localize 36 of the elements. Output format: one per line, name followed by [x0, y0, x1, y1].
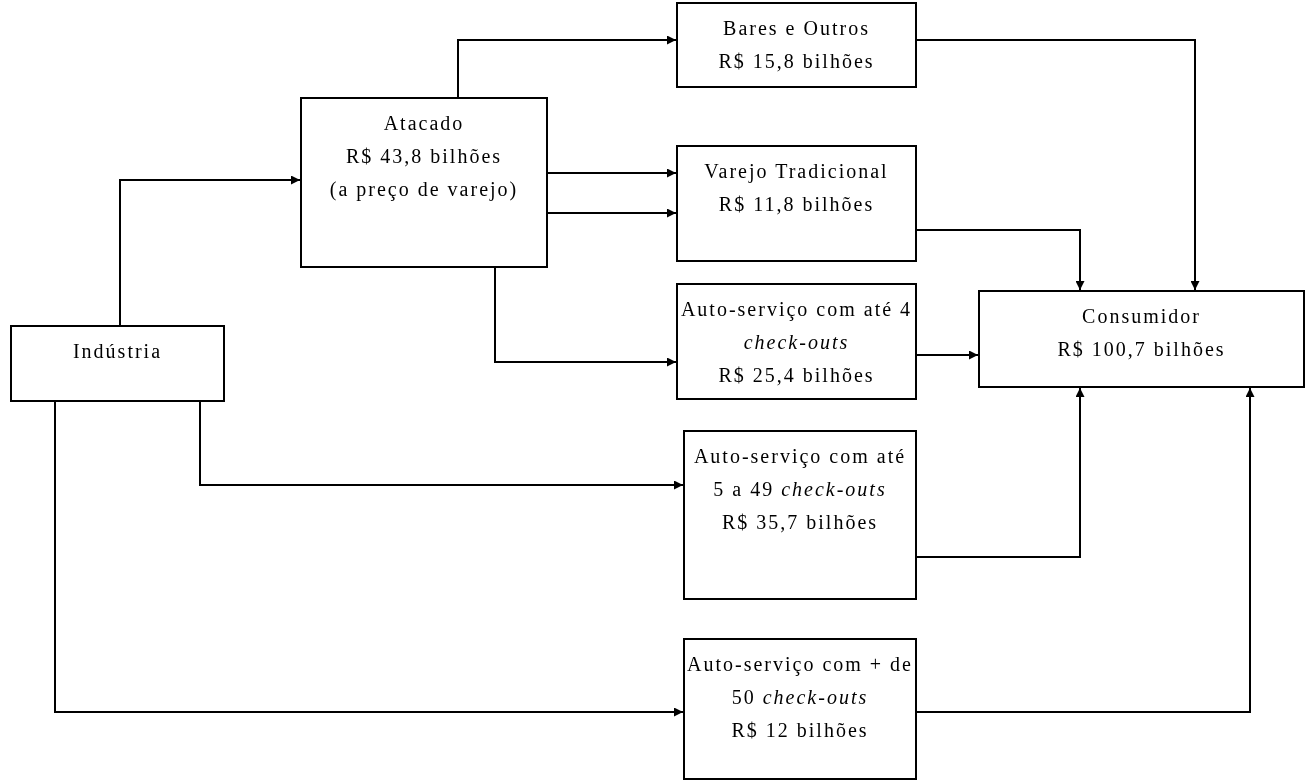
box-label: Auto-serviço com até 4 check-outs — [679, 297, 914, 355]
box-label: Auto-serviço com até 5 a 49 check-outs — [692, 444, 908, 502]
arrow — [494, 267, 677, 367]
value-label: R$ 35,7 bilhões — [721, 510, 879, 535]
value-label: R$ 25,4 bilhões — [718, 363, 875, 388]
flow-box — [676, 145, 917, 262]
arrow — [916, 39, 1200, 291]
box-label: Indústria — [72, 339, 163, 364]
value-label: R$ 12 bilhões — [731, 718, 869, 743]
arrow — [119, 175, 301, 326]
value-label: (a preço de varejo) — [329, 177, 519, 203]
arrow — [54, 401, 684, 717]
value-label: R$ 43,8 bilhões — [345, 144, 503, 169]
arrow — [547, 208, 677, 218]
value-label: R$ 15,8 bilhões — [718, 49, 875, 74]
flow-box — [683, 430, 917, 600]
arrow — [916, 350, 979, 360]
arrow — [916, 229, 1085, 291]
value-label: R$ 11,8 bilhões — [718, 192, 875, 217]
box-label: Consumidor — [1082, 304, 1201, 329]
flow-box — [676, 283, 917, 400]
flow-box — [978, 290, 1305, 388]
box-label: Auto-serviço com + de 50 check-outs — [686, 652, 914, 710]
value-label: R$ 100,7 bilhões — [1057, 337, 1226, 362]
box-label: Bares e Outros — [723, 16, 870, 41]
box-label: Atacado — [383, 111, 465, 136]
flow-box — [676, 2, 917, 88]
arrow — [547, 168, 677, 178]
box-label: Varejo Tradicional — [704, 159, 889, 185]
flow-box — [300, 97, 548, 268]
flow-box — [683, 638, 917, 780]
arrow — [199, 401, 684, 490]
arrow — [916, 387, 1255, 713]
flow-box — [10, 325, 225, 402]
arrow — [457, 35, 677, 98]
arrow — [916, 387, 1085, 558]
